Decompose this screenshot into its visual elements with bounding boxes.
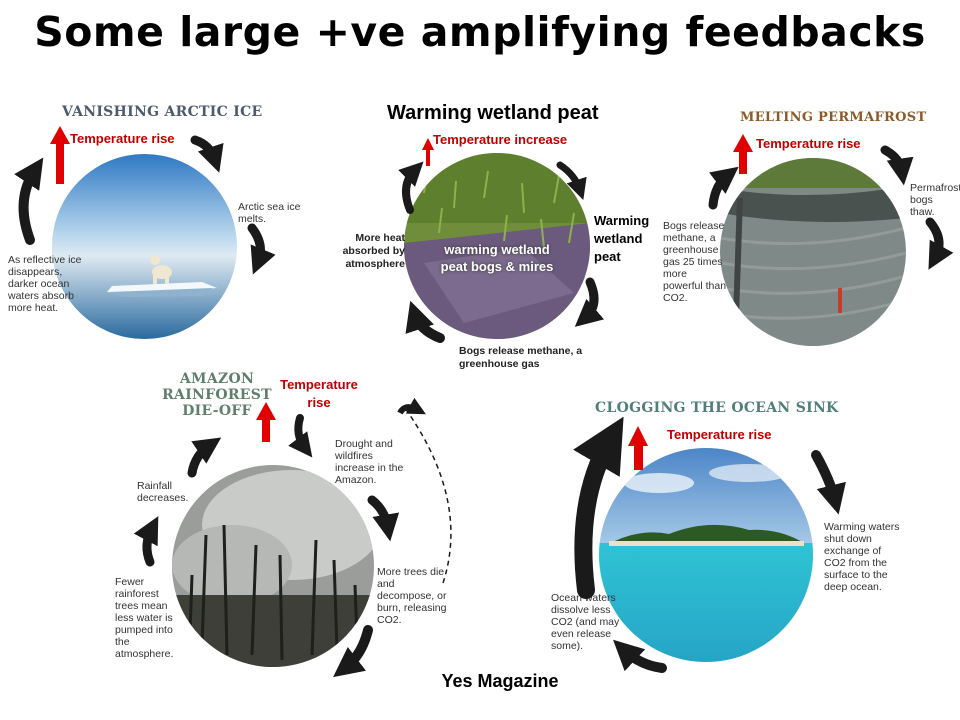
permafrost-step-thaw: Permafrost bogs thaw. <box>910 182 960 218</box>
permafrost-trigger-label: Temperature rise <box>756 136 861 151</box>
amazon-heading-line1: AMAZON <box>179 371 255 387</box>
ocean-step-warming-waters: Warming waters shut down exchange of CO2… <box>824 521 900 593</box>
ocean-trigger-label: Temperature rise <box>667 427 772 442</box>
arctic-polar-bear-scene <box>52 154 237 339</box>
arctic-arrow-2 <box>247 223 276 275</box>
amazon-arrow-4 <box>133 516 159 567</box>
amazon-heading: AMAZON RAINFOREST DIE-OFF <box>160 371 274 419</box>
arctic-arrow-3 <box>14 157 44 245</box>
permafrost-step-methane: Bogs release methane, a greenhouse gas 2… <box>663 220 727 304</box>
peat-photo: warming wetland peat bogs & mires <box>404 153 590 339</box>
amazon-trigger-line2: rise <box>307 395 331 410</box>
amazon-heading-line3: DIE-OFF <box>182 403 252 419</box>
amazon-trigger-label: Temperature rise <box>274 376 364 412</box>
ocean-arrow-1 <box>811 450 846 515</box>
source-credit: Yes Magazine <box>441 671 559 691</box>
peat-heading: Warming wetland peat <box>387 102 599 124</box>
ocean-photo <box>599 448 813 662</box>
arctic-step-ocean-absorbs: As reflective ice disappears, darker oce… <box>8 254 82 314</box>
ocean-step-dissolve-less: Ocean waters dissolve less CO2 (and may … <box>551 592 620 652</box>
permafrost-heading: MELTING PERMAFROST <box>740 110 927 125</box>
arctic-trigger-label: Temperature rise <box>70 131 175 146</box>
permafrost-photo <box>720 158 906 346</box>
amazon-photo <box>172 465 374 667</box>
amazon-step-fewer-trees: Fewer rainforest trees mean less water i… <box>115 576 174 660</box>
amazon-step-rainfall: Rainfall decreases. <box>137 480 189 504</box>
amazon-step-drought: Drought and wildfires increase in the Am… <box>335 438 404 486</box>
amazon-heading-line2: RAINFOREST <box>162 387 272 403</box>
arctic-heading: VANISHING ARCTIC ICE <box>62 104 263 120</box>
amazon-trigger-line1: Temperature <box>280 377 358 392</box>
amazon-burned-forest-scene <box>172 465 374 667</box>
ocean-heading: CLOGGING THE OCEAN SINK <box>595 400 839 416</box>
page-title: Some large +ve amplifying feedbacks <box>34 8 926 56</box>
peat-step-methane: Bogs release methane, a greenhouse gas <box>459 345 583 370</box>
amazon-step-trees-die: More trees die and decompose, or burn, r… <box>377 566 447 626</box>
peat-step-more-heat: More heat absorbed by atmosphere <box>342 232 405 270</box>
permafrost-arrow-2 <box>925 217 954 270</box>
permafrost-cliff-scene <box>720 158 906 346</box>
peat-step-warming: Warming wetland peat <box>594 213 650 264</box>
amazon-dashed-arrow <box>404 407 452 584</box>
arctic-step-sea-ice-melts: Arctic sea ice melts. <box>238 201 301 225</box>
amazon-arrow-1 <box>288 414 313 458</box>
arctic-photo <box>52 154 237 339</box>
ocean-island-scene <box>599 448 813 662</box>
peat-center-label: warming wetland peat bogs & mires <box>440 242 554 274</box>
peat-bog-scene <box>404 153 590 339</box>
amazon-dashed-arrowhead <box>397 397 426 415</box>
amazon-arrow-2 <box>367 495 400 542</box>
peat-trigger-label: Temperature increase <box>433 132 568 147</box>
